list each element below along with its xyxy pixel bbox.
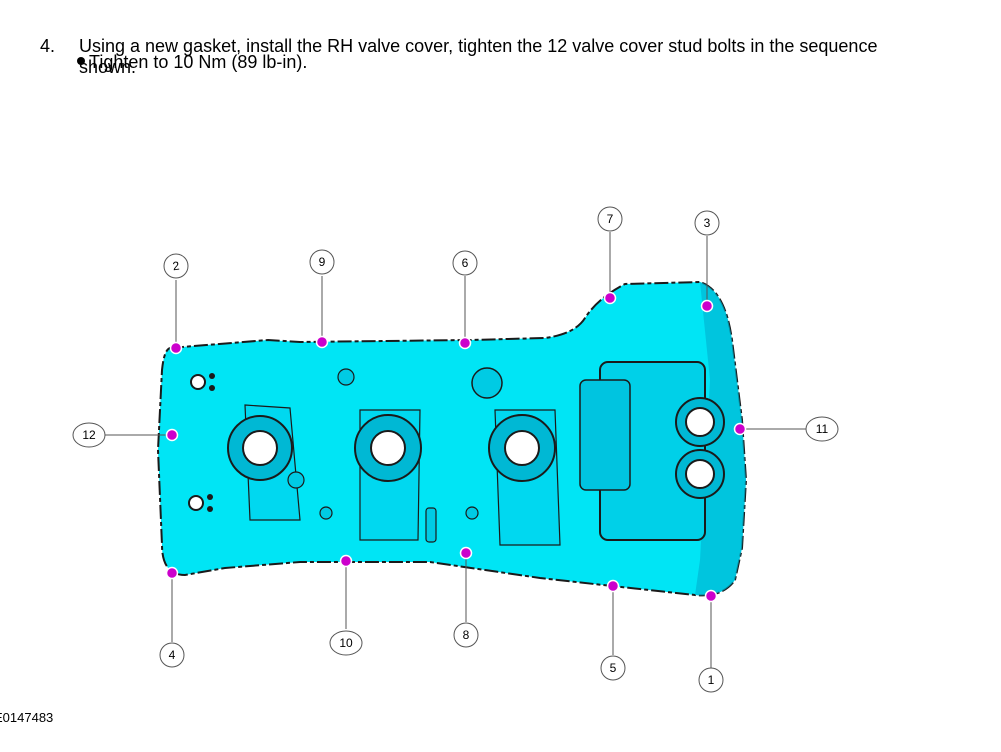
callout-leaders bbox=[104, 232, 808, 668]
port-lower-inner bbox=[685, 459, 715, 489]
callout-circle-4 bbox=[159, 642, 185, 668]
detail-boss-2 bbox=[319, 506, 333, 520]
callout-circle-2 bbox=[163, 253, 189, 279]
detail-hole-3 bbox=[209, 385, 215, 391]
figure-id: E0147483 bbox=[0, 710, 54, 725]
callout-labels: 1 2 3 4 5 6 7 8 9 10 11 12 bbox=[82, 212, 828, 687]
callout-label-9: 9 bbox=[319, 255, 326, 269]
detail-hole-1 bbox=[190, 374, 206, 390]
callout-circle-10 bbox=[329, 630, 363, 656]
bolt-8 bbox=[459, 546, 473, 560]
bolt-11 bbox=[733, 422, 747, 436]
bolt-9 bbox=[315, 335, 329, 349]
detail-boss-3 bbox=[465, 506, 479, 520]
callout-label-4: 4 bbox=[169, 648, 176, 662]
bolt-12 bbox=[165, 428, 179, 442]
plug-tower-1-inner bbox=[242, 430, 278, 466]
sensor-stud bbox=[425, 507, 437, 543]
valve-cover-side-shadow bbox=[695, 282, 746, 596]
plug-tower-3-inner bbox=[504, 430, 540, 466]
callout-circle-8 bbox=[453, 622, 479, 648]
bolt-3 bbox=[700, 299, 714, 313]
callout-label-7: 7 bbox=[607, 212, 614, 226]
callout-label-10: 10 bbox=[339, 636, 353, 650]
stud-bolts bbox=[165, 291, 747, 603]
detail-hole-2 bbox=[209, 373, 215, 379]
callout-circle-6 bbox=[452, 250, 478, 276]
callout-label-6: 6 bbox=[462, 256, 469, 270]
detail-hole-6 bbox=[207, 506, 213, 512]
detail-boss-4 bbox=[287, 471, 305, 489]
callout-label-11: 11 bbox=[816, 422, 829, 436]
bolt-10 bbox=[339, 554, 353, 568]
bolt-5 bbox=[606, 579, 620, 593]
coil-housing-top bbox=[579, 379, 631, 491]
detail-hole-4 bbox=[188, 495, 204, 511]
valve-cover-illustration bbox=[156, 280, 748, 597]
bolt-7 bbox=[603, 291, 617, 305]
plug-tower-2-inner bbox=[370, 430, 406, 466]
bolt-1 bbox=[704, 589, 718, 603]
step-number: 4. bbox=[40, 36, 56, 56]
callout-circle-7 bbox=[597, 206, 623, 232]
callout-label-8: 8 bbox=[463, 628, 470, 642]
torque-bullet: Tighten to 10 Nm (89 lb-in). bbox=[77, 52, 307, 73]
oil-fill-boss bbox=[471, 367, 503, 399]
bolt-2 bbox=[169, 341, 183, 355]
callout-circle-9 bbox=[309, 249, 335, 275]
bullet-dot-icon bbox=[77, 57, 85, 65]
bolt-4 bbox=[165, 566, 179, 580]
callout-circle-12 bbox=[72, 422, 106, 448]
bolt-6 bbox=[458, 336, 472, 350]
callout-label-2: 2 bbox=[172, 259, 181, 274]
callout-circle-3 bbox=[694, 210, 720, 236]
callout-circles bbox=[72, 206, 839, 693]
callout-label-12: 12 bbox=[82, 428, 96, 442]
detail-boss-1 bbox=[337, 368, 355, 386]
callout-label-5: 5 bbox=[610, 661, 617, 675]
callout-circle-11 bbox=[805, 416, 839, 442]
callout-label-3: 3 bbox=[704, 216, 711, 230]
port-upper-inner bbox=[685, 407, 715, 437]
callout-label-1: 1 bbox=[708, 673, 715, 687]
callout-circle-1 bbox=[698, 667, 724, 693]
callout-circle-5 bbox=[600, 655, 626, 681]
torque-spec: Tighten to 10 Nm (89 lb-in). bbox=[89, 52, 308, 72]
step-text: Using a new gasket, install the RH valve… bbox=[79, 36, 878, 77]
detail-hole-5 bbox=[207, 494, 213, 500]
